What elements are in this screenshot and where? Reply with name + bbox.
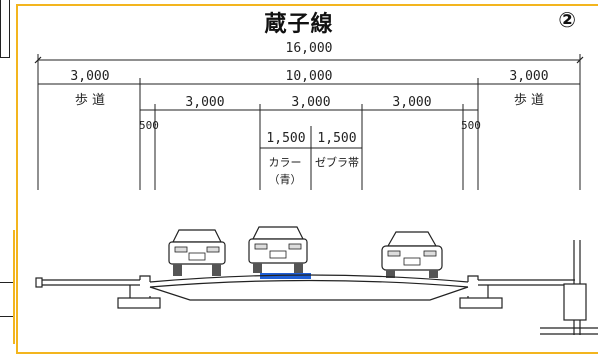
- blue-color-band: [260, 273, 311, 279]
- dim-shoulder-right: 500: [461, 119, 481, 132]
- outer-box-line: [0, 0, 1, 58]
- dim-roadway: 10,000: [286, 69, 333, 84]
- dim-lane-left: 3,000: [185, 95, 224, 110]
- label-sidewalk-right: 歩 道: [514, 93, 544, 108]
- dim-zebra-band: 1,500: [317, 131, 356, 146]
- dim-total-label: 16,000: [286, 41, 333, 56]
- road-section: [35, 240, 598, 335]
- label-color-1: カラー: [269, 156, 302, 169]
- car-front-left-icon: [168, 229, 226, 276]
- outer-rule: [0, 282, 14, 283]
- outer-edge-line: [13, 230, 15, 344]
- dim-lanes: 3,000 3,000 3,000 500 500: [139, 95, 481, 190]
- dim-total: 16,000: [34, 41, 584, 190]
- dim-sidewalk-left: 3,000: [70, 69, 109, 84]
- label-zebra: ゼブラ帯: [315, 155, 359, 169]
- label-sidewalk-left: 歩 道: [75, 93, 105, 108]
- dim-bands: 1,500 1,500 カラー （青） ゼブラ帯: [260, 126, 362, 190]
- dim-row2: 3,000 10,000 3,000 歩 道 歩 道: [38, 69, 580, 190]
- section-number: ②: [558, 8, 576, 32]
- dim-shoulder-left: 500: [139, 119, 159, 132]
- dim-lane-center: 3,000: [291, 95, 330, 110]
- outer-rule: [0, 316, 14, 317]
- dim-color-band: 1,500: [266, 131, 305, 146]
- outer-box-line: [0, 57, 10, 58]
- dim-lane-right: 3,000: [392, 95, 431, 110]
- cross-section-drawing: 16,000 3,000 10,000 3,000 歩 道 歩 道 3,000 …: [34, 41, 598, 335]
- label-color-2: （青）: [269, 173, 302, 186]
- dim-sidewalk-right: 3,000: [509, 69, 548, 84]
- car-front-right-icon: [381, 231, 443, 278]
- car-front-center-icon: [248, 226, 308, 273]
- diagram-title: 蔵子線: [264, 12, 334, 37]
- outer-box-line: [9, 0, 10, 58]
